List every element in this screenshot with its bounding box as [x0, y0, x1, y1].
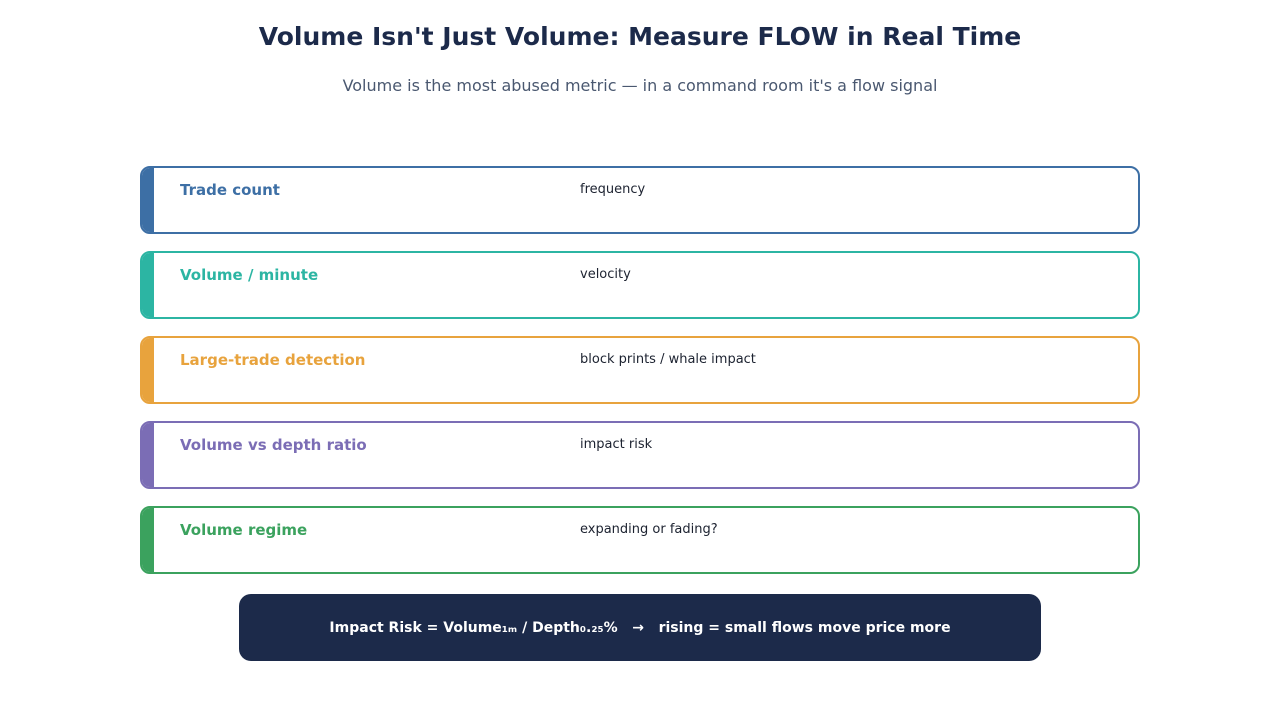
- row-accent-bar: [142, 423, 154, 487]
- metric-row-large-trade-detection: Large-trade detection block prints / wha…: [140, 336, 1140, 404]
- metric-description: velocity: [580, 267, 631, 282]
- formula-banner: Impact Risk = Volume₁ₘ / Depth₀.₂₅% → ri…: [239, 594, 1041, 661]
- metric-row-volume-regime: Volume regime expanding or fading?: [140, 506, 1140, 574]
- metric-row-volume-per-minute: Volume / minute velocity: [140, 251, 1140, 319]
- metric-list: Trade count frequency Volume / minute ve…: [140, 166, 1140, 591]
- metric-description: block prints / whale impact: [580, 352, 756, 367]
- metric-label: Volume vs depth ratio: [180, 436, 367, 454]
- row-accent-bar: [142, 338, 154, 402]
- metric-description: expanding or fading?: [580, 522, 718, 537]
- metric-label: Large-trade detection: [180, 351, 366, 369]
- row-accent-bar: [142, 253, 154, 317]
- metric-label: Trade count: [180, 181, 280, 199]
- metric-description: frequency: [580, 182, 646, 197]
- row-accent-bar: [142, 168, 154, 232]
- metric-row-volume-vs-depth: Volume vs depth ratio impact risk: [140, 421, 1140, 489]
- page-subtitle: Volume is the most abused metric — in a …: [342, 76, 938, 95]
- page-title: Volume Isn't Just Volume: Measure FLOW i…: [258, 22, 1022, 51]
- metric-row-trade-count: Trade count frequency: [140, 166, 1140, 234]
- metric-label: Volume regime: [180, 521, 308, 539]
- metric-description: impact risk: [580, 437, 653, 452]
- metric-label: Volume / minute: [180, 266, 319, 284]
- row-accent-bar: [142, 508, 154, 572]
